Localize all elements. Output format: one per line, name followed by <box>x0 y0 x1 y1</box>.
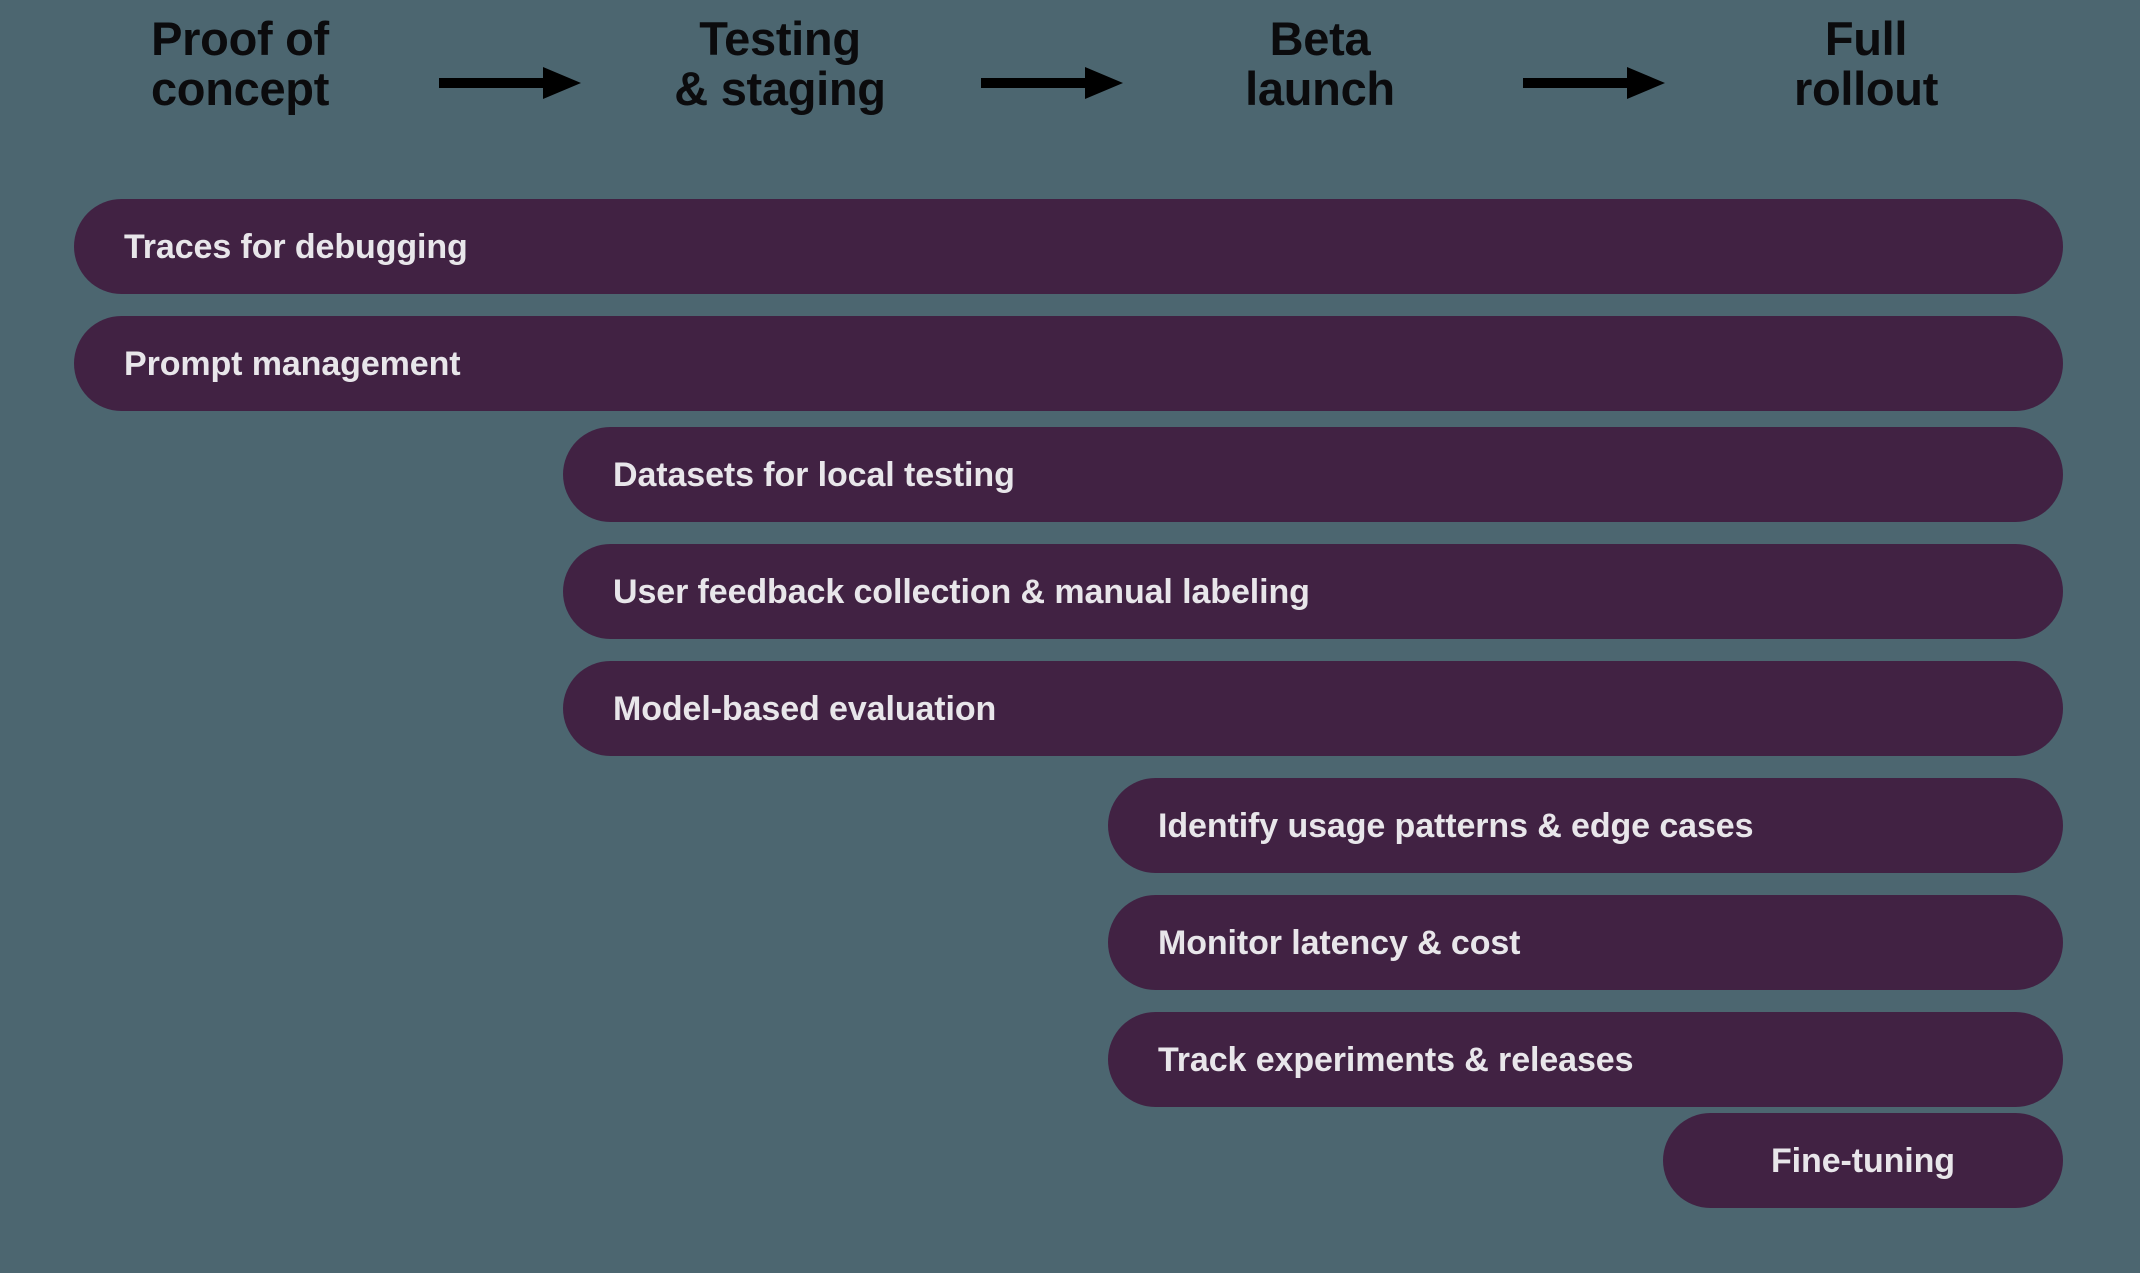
phase-label-1: Proof of concept <box>150 12 330 115</box>
arrow-testing-to-beta-icon <box>981 66 1123 100</box>
capability-bar-label: Identify usage patterns & edge cases <box>1158 806 1754 845</box>
capability-bar-label: Track experiments & releases <box>1158 1040 1634 1079</box>
capability-bar[interactable]: Datasets for local testing <box>563 427 2063 522</box>
capability-bar-label: Model-based evaluation <box>613 689 997 728</box>
arrow-beta-to-rollout-icon <box>1523 66 1665 100</box>
phase-label-2: Testing & staging <box>674 12 886 115</box>
capability-bar[interactable]: Fine-tuning <box>1663 1113 2063 1208</box>
phase-label-4: Full rollout <box>1793 12 1939 115</box>
capability-bar-label: Prompt management <box>124 344 461 383</box>
capability-bar[interactable]: Track experiments & releases <box>1108 1012 2063 1107</box>
arrow-poc-to-testing-icon <box>439 66 581 100</box>
capability-bar[interactable]: User feedback collection & manual labeli… <box>563 544 2063 639</box>
capability-bar[interactable]: Monitor latency & cost <box>1108 895 2063 990</box>
capability-bar-label: Traces for debugging <box>124 227 468 266</box>
capability-bar[interactable]: Traces for debugging <box>74 199 2063 294</box>
capability-bar-label: Monitor latency & cost <box>1158 923 1521 962</box>
capability-bar[interactable]: Identify usage patterns & edge cases <box>1108 778 2063 873</box>
capability-bar[interactable]: Model-based evaluation <box>563 661 2063 756</box>
capability-bar[interactable]: Prompt management <box>74 316 2063 411</box>
capability-bar-label: Datasets for local testing <box>613 455 1015 494</box>
capability-bar-label: User feedback collection & manual labeli… <box>613 572 1310 611</box>
capability-bar-label: Fine-tuning <box>1771 1141 1955 1180</box>
phase-label-3: Beta launch <box>1245 12 1395 115</box>
